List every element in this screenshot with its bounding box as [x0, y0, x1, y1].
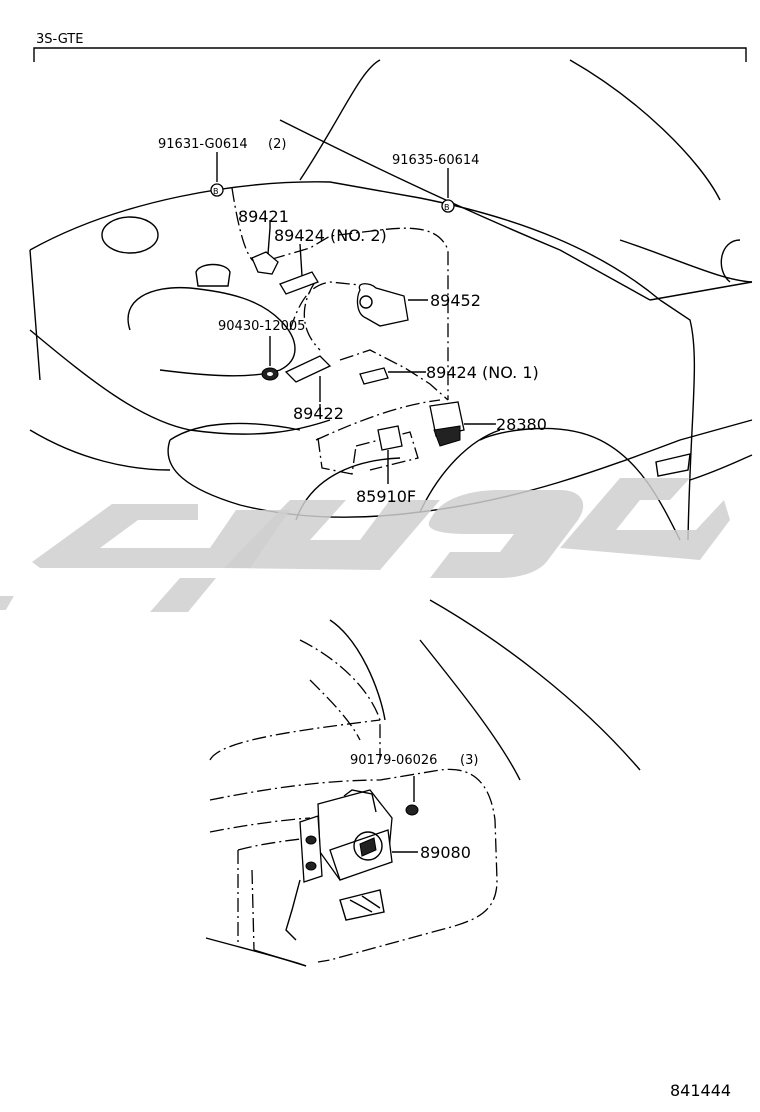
bolt-marker-left: B [210, 152, 224, 197]
sensor-89422 [284, 355, 332, 402]
label-90179-qty: (3) [460, 753, 478, 768]
sensor-89421 [251, 227, 279, 275]
label-89452: 89452 [430, 291, 481, 310]
label-89080: 89080 [420, 843, 471, 862]
sensor-89452 [356, 283, 428, 327]
part-labels: 91631-G0614 (2) 91635-60614 89421 89424 … [158, 137, 547, 862]
washer-90430 [261, 336, 279, 381]
label-91635: 91635-60614 [392, 153, 479, 168]
sensor-89424-no1 [359, 367, 426, 385]
label-91631-qty: (2) [268, 137, 286, 152]
label-85910f: 85910F [356, 487, 416, 506]
sensor-89424-no2 [279, 243, 319, 295]
bolt-marker-right: B [441, 168, 455, 213]
label-28380: 28380 [496, 415, 547, 434]
svg-text:B: B [444, 203, 450, 212]
svg-text:B: B [213, 187, 219, 196]
leader-lines [269, 220, 496, 425]
bolt-marker-icon [441, 199, 455, 213]
label-90179: 90179-06026 [350, 753, 437, 768]
relay-85910f [377, 425, 403, 484]
label-90430: 90430-12005 [218, 319, 305, 334]
label-89424-no2: 89424 (NO. 2) [274, 226, 387, 245]
bolt-marker-icon [210, 183, 224, 197]
watermark-logo [0, 478, 730, 612]
label-89422: 89422 [293, 404, 344, 423]
diagram-code: 841444 [670, 1081, 731, 1100]
airbag-sensor-89080 [285, 776, 419, 941]
label-91631: 91631-G0614 [158, 137, 248, 152]
frame-bracket [33, 47, 747, 62]
label-89424-no1: 89424 (NO. 1) [426, 363, 539, 382]
engine-code: 3S-GTE [36, 32, 83, 47]
reservoir-cap [101, 216, 159, 254]
label-89421: 89421 [238, 207, 289, 226]
relay-28380 [429, 401, 494, 447]
car-body-lower [205, 599, 641, 967]
